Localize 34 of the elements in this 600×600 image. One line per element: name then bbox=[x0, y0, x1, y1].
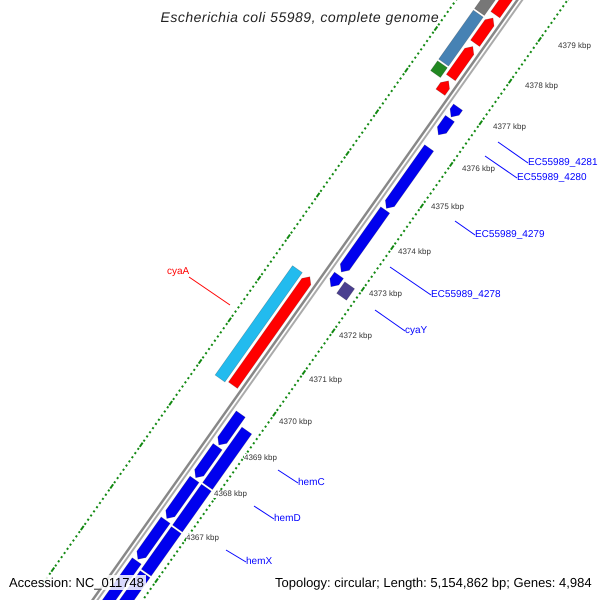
genome-summary-text: Topology: circular; Length: 5,154,862 bp; Genes: 4,984 bbox=[273, 575, 594, 590]
leader-line bbox=[188, 276, 230, 306]
scale-label: 4370 kbp bbox=[279, 418, 312, 426]
accession-text: Accession: NC_011748 bbox=[7, 575, 146, 590]
scale-label: 4368 kbp bbox=[214, 490, 247, 498]
scale-label: 4378 kbp bbox=[525, 82, 558, 90]
scale-label: 4379 kbp bbox=[558, 42, 591, 50]
leader-line bbox=[390, 266, 432, 296]
scale-label: 4372 kbp bbox=[339, 332, 372, 340]
gene-label: cyaA bbox=[167, 267, 190, 277]
gene-label: hemD bbox=[274, 514, 301, 524]
gene-label: EC55989_4281 bbox=[528, 158, 598, 168]
scale-label: 4375 kbp bbox=[431, 203, 464, 211]
scale-label: 4367 kbp bbox=[186, 534, 219, 542]
leader-line bbox=[498, 142, 528, 164]
gene-label: hemC bbox=[298, 478, 325, 488]
scale-label: 4376 kbp bbox=[462, 165, 495, 173]
leader-line bbox=[374, 310, 406, 332]
leader-line bbox=[254, 506, 274, 520]
gene-label: EC55989_4280 bbox=[517, 173, 587, 183]
leader-line bbox=[454, 220, 476, 236]
scale-label: 4373 kbp bbox=[369, 290, 402, 298]
scale-label: 4377 kbp bbox=[493, 123, 526, 131]
gene-label: EC55989_4278 bbox=[431, 290, 501, 300]
title: Escherichia coli 55989, complete genome bbox=[160, 10, 440, 24]
gene-label: EC55989_4279 bbox=[475, 230, 545, 240]
leader-line bbox=[484, 156, 518, 178]
scale-label: 4374 kbp bbox=[398, 248, 431, 256]
scale-label: 4369 kbp bbox=[244, 454, 277, 462]
leader-line bbox=[226, 550, 246, 562]
gene-label: cyaY bbox=[405, 326, 428, 336]
gene-label: hemX bbox=[246, 557, 272, 567]
leader-line bbox=[278, 470, 298, 484]
scale-label: 4371 kbp bbox=[309, 376, 342, 384]
